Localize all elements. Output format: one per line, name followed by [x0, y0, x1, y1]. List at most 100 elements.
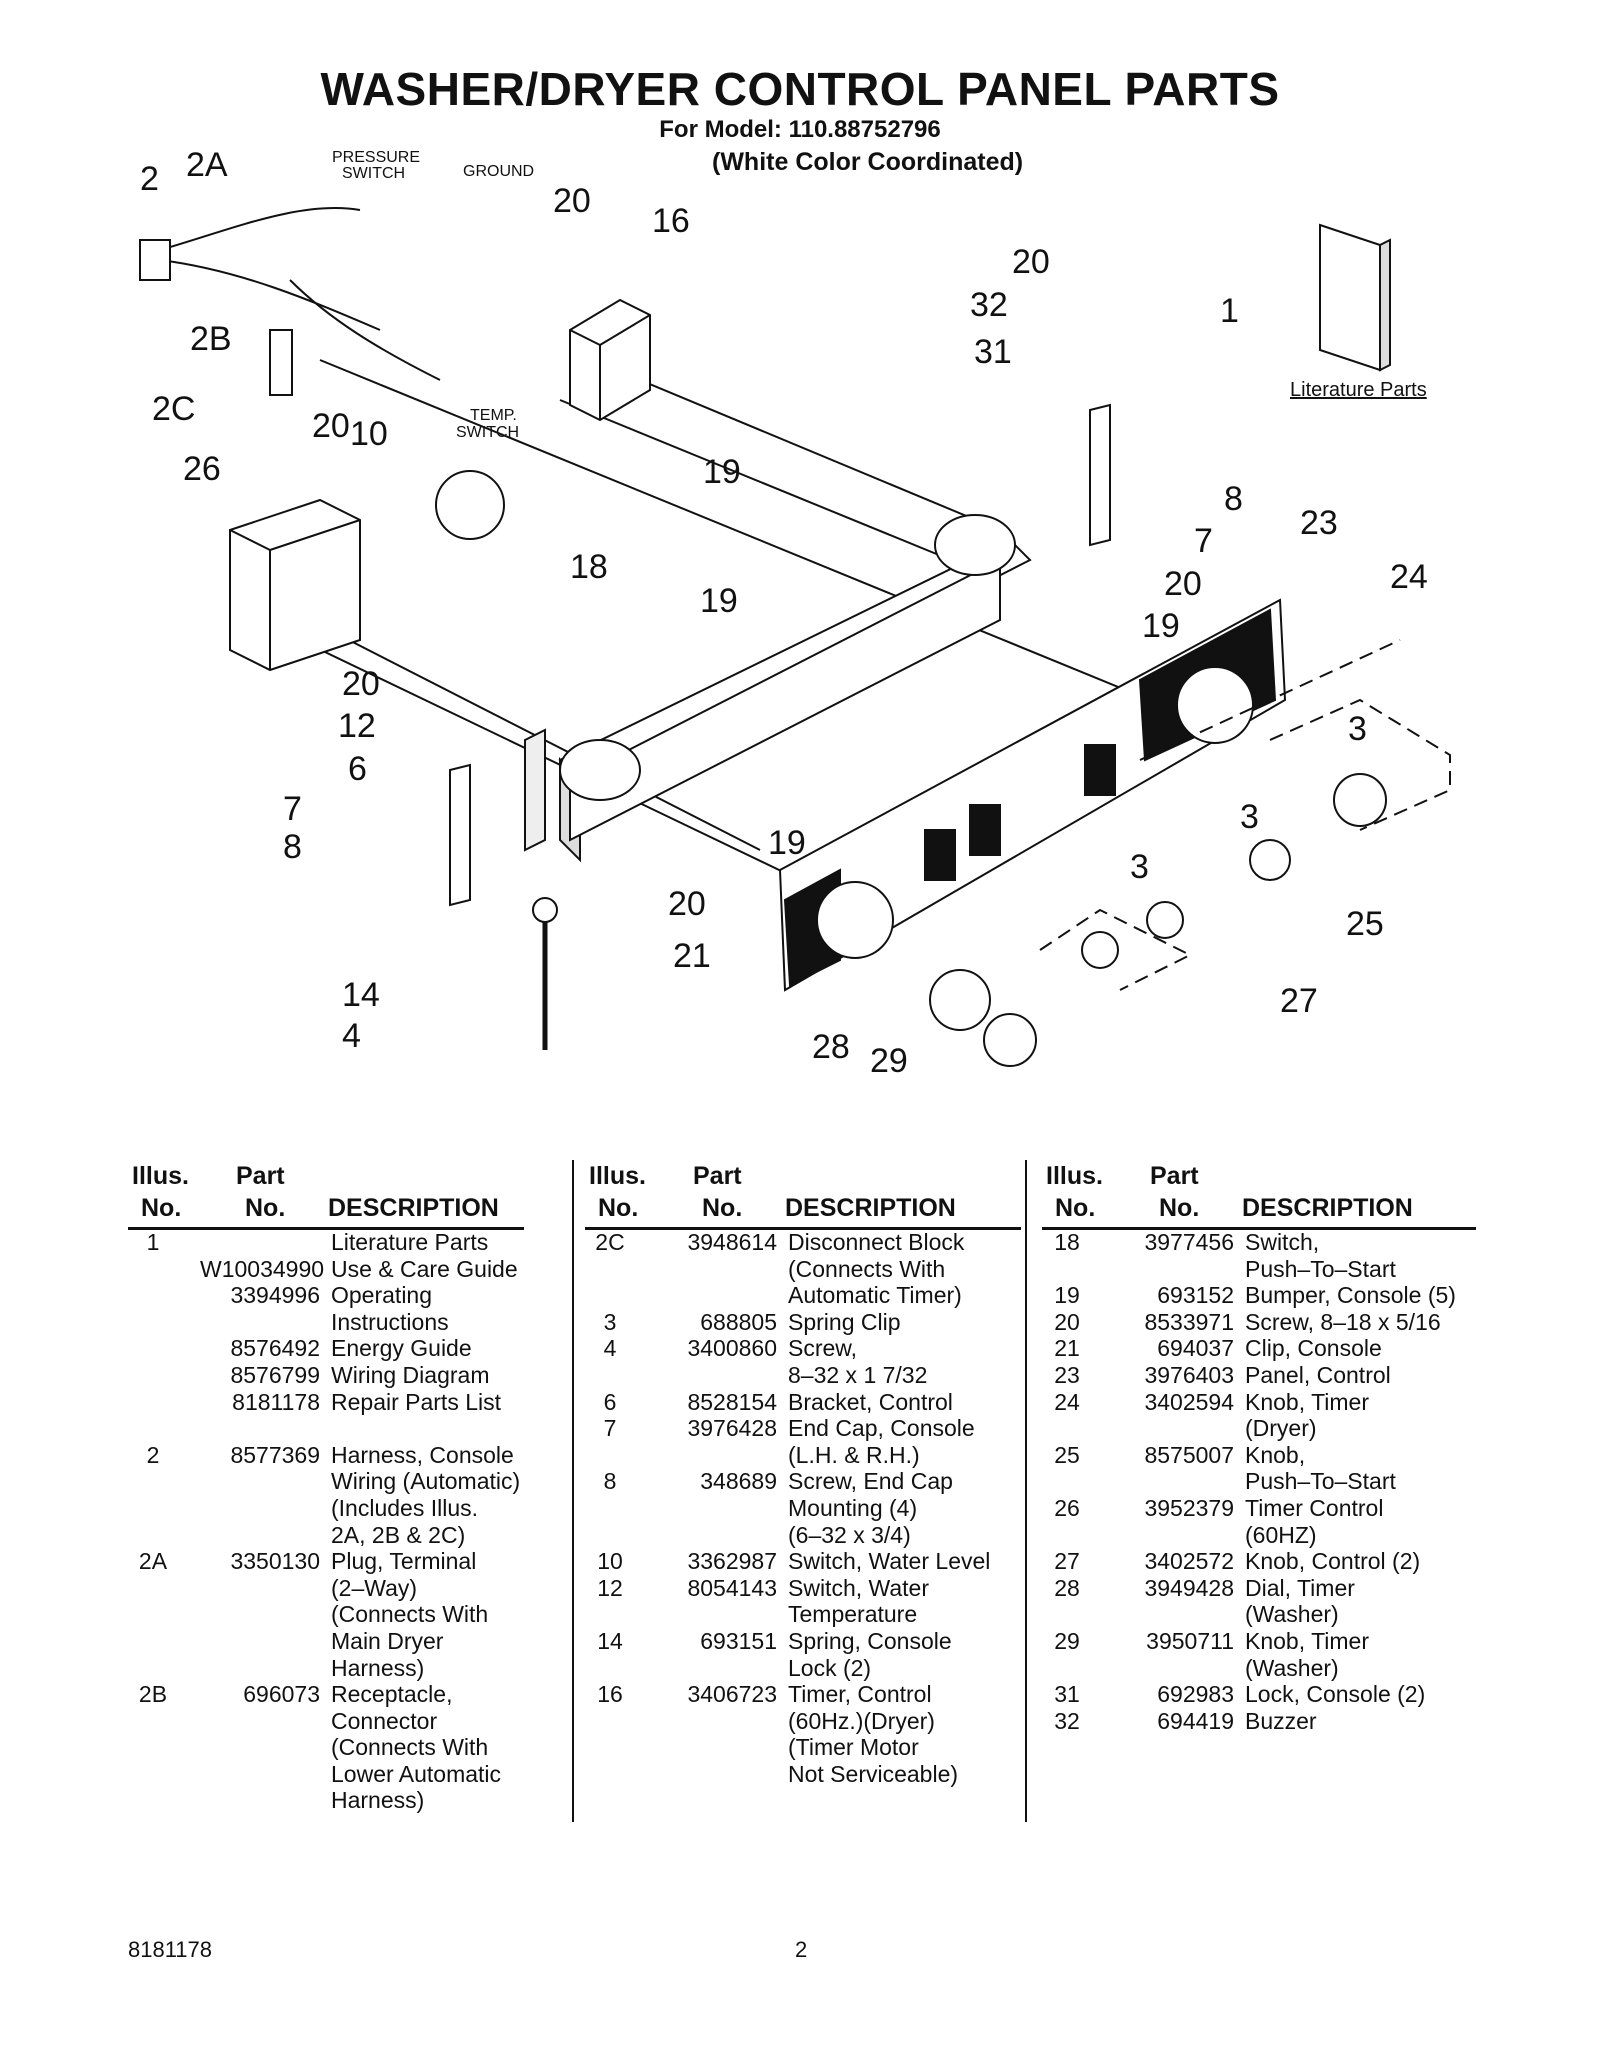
- part-description: Lower Automatic: [331, 1760, 502, 1787]
- part-description: (L.H. & R.H.): [788, 1441, 920, 1468]
- illus-number: 21: [1054, 1335, 1080, 1362]
- part-description: (Dryer): [1245, 1415, 1317, 1442]
- part-description: Harness): [331, 1654, 425, 1681]
- table-row: Temperature: [585, 1601, 1005, 1628]
- part-description: Not Serviceable): [788, 1760, 959, 1787]
- part-description: Knob, Timer: [1245, 1388, 1369, 1415]
- part-description: (Connects With: [331, 1734, 489, 1761]
- literature-parts-label: Literature Parts: [1290, 379, 1427, 401]
- table-row: [128, 1415, 548, 1442]
- part-description: (Washer): [1245, 1601, 1339, 1628]
- part-description: Switch, Water: [788, 1574, 930, 1601]
- part-description: (Timer Motor: [788, 1734, 919, 1761]
- part-description: Spring Clip: [788, 1308, 901, 1335]
- part-description: Buzzer: [1245, 1707, 1317, 1734]
- column-divider: [1025, 1160, 1027, 1822]
- part-description: Wiring Diagram: [331, 1361, 490, 1388]
- part-description: Switch, Water Level: [788, 1548, 991, 1575]
- illus-number: 2C: [595, 1229, 625, 1255]
- column-divider: [572, 1160, 574, 1822]
- part-number: 3976403: [1144, 1361, 1234, 1388]
- table-header-rule: [128, 1227, 524, 1230]
- callout-label: 25: [1346, 905, 1384, 943]
- part-description: Receptacle,: [331, 1681, 453, 1708]
- part-number: 8576799: [230, 1361, 320, 1388]
- callout-label: 20: [1164, 565, 1202, 603]
- callout-label: 3: [1130, 848, 1149, 886]
- part-number: 8575007: [1144, 1441, 1234, 1468]
- callout-label: 19: [703, 453, 741, 491]
- callout-label: 19: [700, 582, 738, 620]
- table-row: (Connects With: [128, 1734, 548, 1761]
- document-number: 8181178: [128, 1937, 213, 1962]
- part-description: Panel, Control: [1245, 1361, 1391, 1388]
- part-header: Part: [236, 1162, 285, 1190]
- table-row: 23 3976403 Panel, Control: [1042, 1362, 1482, 1389]
- illus-number: 2B: [138, 1681, 168, 1708]
- part-description: Disconnect Block: [788, 1229, 965, 1255]
- part-description: Push–To–Start: [1245, 1468, 1396, 1495]
- illus-number: 2A: [138, 1548, 168, 1575]
- illus-header: Illus.: [1046, 1162, 1103, 1190]
- table-row: (Dryer): [1042, 1415, 1482, 1442]
- callout-label: 19: [1142, 607, 1180, 645]
- part-description: Repair Parts List: [331, 1388, 502, 1415]
- callout-label: 20: [1012, 243, 1050, 281]
- part-description: Temperature: [788, 1601, 918, 1628]
- callout-label: 8: [1224, 480, 1243, 518]
- callout-label: 28: [812, 1028, 850, 1066]
- part-number: W10034990: [200, 1255, 325, 1282]
- part-description: Dial, Timer: [1245, 1574, 1355, 1601]
- illus-number: 31: [1054, 1681, 1080, 1708]
- callout-label: 2B: [190, 320, 232, 358]
- table-row: (60HZ): [1042, 1522, 1482, 1549]
- part-description: Lock (2): [788, 1654, 872, 1681]
- table-row: (2–Way): [128, 1575, 548, 1602]
- part-number: 8577369: [230, 1441, 320, 1468]
- illus-number: 23: [1054, 1361, 1080, 1388]
- part-number: 3350130: [230, 1548, 320, 1575]
- illus-number: 14: [597, 1627, 623, 1654]
- callout-label: 29: [870, 1042, 908, 1080]
- part-header: No.: [1159, 1194, 1200, 1222]
- callout-label: 26: [183, 450, 221, 488]
- part-description: Bracket, Control: [788, 1388, 953, 1415]
- illus-number: 1: [146, 1229, 160, 1255]
- part-description: Operating: [331, 1282, 433, 1309]
- illus-header: No.: [598, 1194, 639, 1222]
- part-description: 2A, 2B & 2C): [331, 1521, 466, 1548]
- part-number: 693151: [700, 1627, 777, 1654]
- illus-header: No.: [1055, 1194, 1096, 1222]
- part-description: Lock, Console (2): [1245, 1681, 1426, 1708]
- part-number: 348689: [700, 1468, 777, 1495]
- table-row: (60Hz.)(Dryer): [585, 1708, 1005, 1735]
- pressure-switch-label: SWITCH: [342, 165, 405, 182]
- table-row: (Timer Motor: [585, 1734, 1005, 1761]
- illus-number: 20: [1054, 1308, 1080, 1335]
- illus-number: 6: [603, 1388, 617, 1415]
- part-number: 3362987: [687, 1548, 777, 1575]
- callout-label: 20: [553, 182, 591, 220]
- illus-number: 16: [597, 1681, 623, 1708]
- callout-label: 23: [1300, 504, 1338, 542]
- part-header: No.: [245, 1194, 286, 1222]
- part-description: End Cap, Console: [788, 1415, 975, 1442]
- callout-label: 2: [140, 160, 159, 198]
- illus-number: 24: [1054, 1388, 1080, 1415]
